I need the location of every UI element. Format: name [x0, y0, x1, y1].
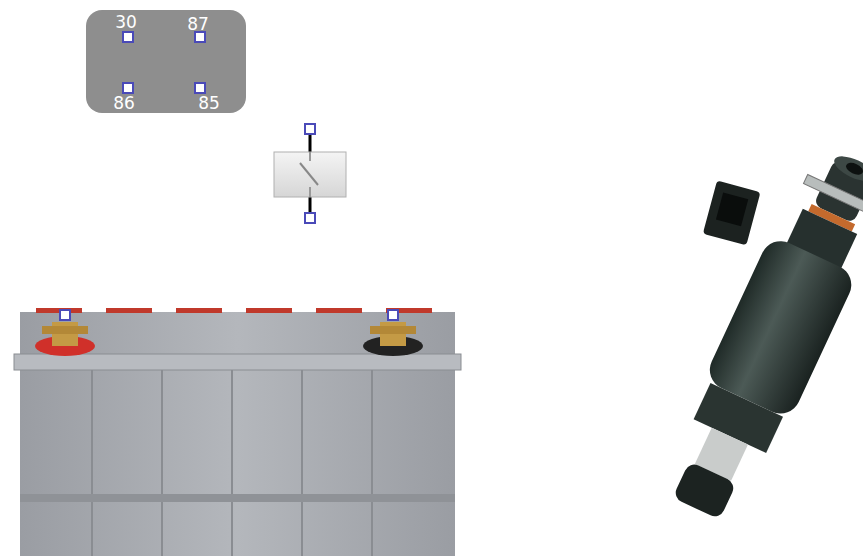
pin-number: 30 — [115, 13, 137, 31]
relay-pins — [123, 32, 205, 93]
relay-pinout: 30 87 86 85 — [86, 10, 246, 113]
switch-symbol — [274, 124, 346, 223]
relay-body — [86, 10, 246, 113]
pin-number: 85 — [198, 94, 220, 112]
pin-number: 87 — [187, 15, 209, 33]
pin-number: 86 — [113, 94, 135, 112]
fuel-injector — [588, 110, 863, 529]
battery — [14, 308, 461, 556]
